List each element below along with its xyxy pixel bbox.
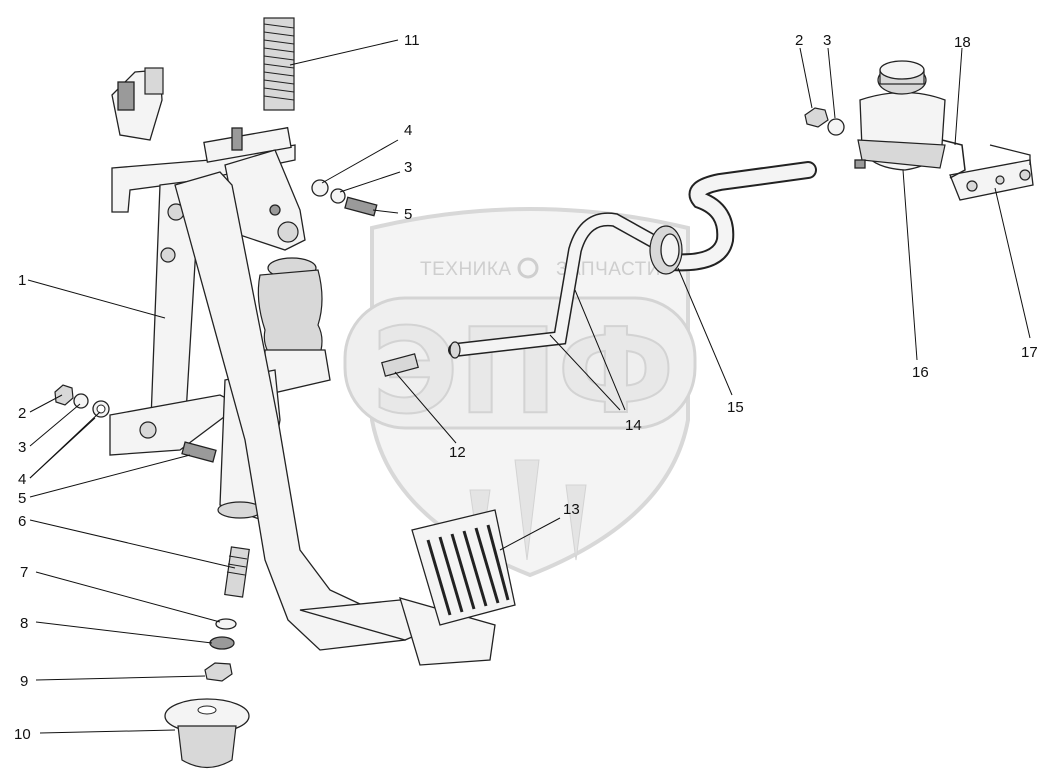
part-16-reservoir [854,60,946,171]
callout-3-left: 3 [18,439,26,456]
watermark-brand-left: ТЕХНИКА [420,259,512,280]
callout-4-mid: 4 [404,122,412,139]
pedal-arm [174,171,496,666]
callout-17: 17 [1021,344,1038,361]
callout-12: 12 [449,444,466,461]
callout-1: 1 [18,272,26,289]
leader-lines [27,39,1031,734]
part-7-washer [215,618,237,630]
part-10-cap [164,698,250,769]
rod-fasteners [311,179,378,217]
reservoir-nut-washer [804,107,845,136]
callout-14: 14 [625,417,642,434]
callout-11: 11 [404,32,420,49]
callout-6: 6 [18,513,26,530]
callout-4-left: 4 [18,471,26,488]
callout-18: 18 [954,34,971,51]
callout-16: 16 [912,364,929,381]
callout-5-left: 5 [18,490,26,507]
part-8-washer [209,636,235,650]
callout-10: 10 [14,726,31,743]
callout-labels: 1 2 3 4 5 6 7 8 9 10 11 4 3 5 12 13 14 1… [14,32,1038,743]
watermark-logo-letters: ЭПФ [372,302,674,440]
part-18-clamp [941,139,966,179]
callout-9: 9 [20,673,28,690]
callout-8: 8 [20,615,28,632]
part-13-pedal-pad [411,509,516,626]
callout-7: 7 [20,564,28,581]
callout-13: 13 [563,501,580,518]
watermark-brand-right: ЗАПЧАСТИ [556,259,661,280]
part-14-tube [448,212,667,359]
callout-2-left: 2 [18,405,26,422]
watermark-shield: ТЕХНИКА ЗАПЧАСТИ ЭПФ [343,207,697,578]
part-12-fitting [381,353,419,377]
callout-2-right: 2 [795,32,803,49]
watermark-gear-icon [517,257,539,279]
clevis-fork [111,67,164,141]
part-11-spring [263,17,295,111]
part-15-hose [649,161,817,275]
callout-15: 15 [727,399,744,416]
callout-3-mid: 3 [404,159,412,176]
part-9-nut [204,662,233,682]
pedal-pivot-plate [224,149,306,251]
callout-5-mid: 5 [404,206,412,223]
callout-3-right: 3 [823,32,831,49]
bracket-fasteners [54,127,243,463]
part-17-bracket [949,144,1034,201]
part-6-fitting [224,546,250,598]
